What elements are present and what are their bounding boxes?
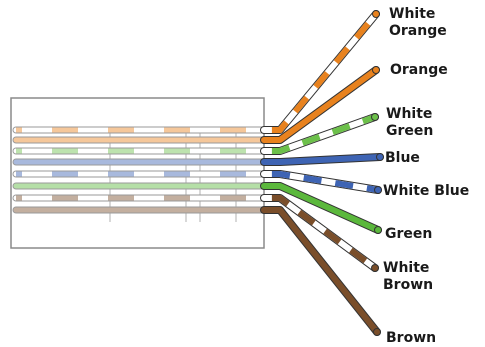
wire-label-line: White	[386, 106, 432, 122]
wire-label-brown: Brown	[386, 330, 436, 346]
wire-label-line: Brown	[386, 330, 436, 346]
wire-label-white-blue: White Blue	[383, 183, 469, 199]
fan-wire	[261, 207, 380, 335]
wire-label-line: Blue	[385, 150, 420, 166]
wire-label-line: Brown	[383, 277, 433, 293]
fan-wire	[261, 183, 381, 233]
wire-label-line: White	[389, 6, 435, 22]
wire-white-blue	[12, 170, 382, 194]
wire-white-orange	[12, 10, 380, 134]
wire-white-brown	[12, 194, 379, 272]
wire-tip	[372, 66, 380, 74]
fan-wire-stripe	[264, 12, 379, 133]
wire-tip	[371, 113, 379, 121]
wire-tip	[376, 153, 384, 161]
wire-green	[12, 182, 382, 234]
wire-tip	[374, 226, 382, 234]
fan-wire	[261, 67, 379, 143]
fan-wire-stripe	[263, 195, 377, 271]
wire-layer	[12, 10, 384, 336]
wire-label-green: Green	[385, 226, 432, 242]
wire-brown	[12, 206, 381, 336]
fan-wire	[261, 114, 378, 154]
wire-label-blue: Blue	[385, 150, 420, 166]
wire-label-line: Orange	[390, 62, 448, 78]
wire-label-line: Green	[386, 123, 433, 139]
wire-tip	[373, 328, 381, 336]
wire-white-green	[12, 113, 379, 155]
wire-tip	[371, 264, 379, 272]
wire-blue	[12, 153, 384, 166]
wire-label-line: White	[383, 260, 429, 276]
fan-wire-stripe	[264, 171, 379, 193]
fan-wire	[261, 154, 383, 165]
wire-tip	[372, 10, 380, 18]
wire-label-line: Green	[385, 226, 432, 242]
fan-wire-stripe	[264, 114, 377, 154]
wire-label-line: Orange	[389, 23, 447, 39]
wire-label-orange: Orange	[390, 62, 448, 78]
wire-tip	[374, 186, 382, 194]
wire-label-line: White Blue	[383, 183, 469, 199]
wire-orange	[12, 66, 380, 144]
